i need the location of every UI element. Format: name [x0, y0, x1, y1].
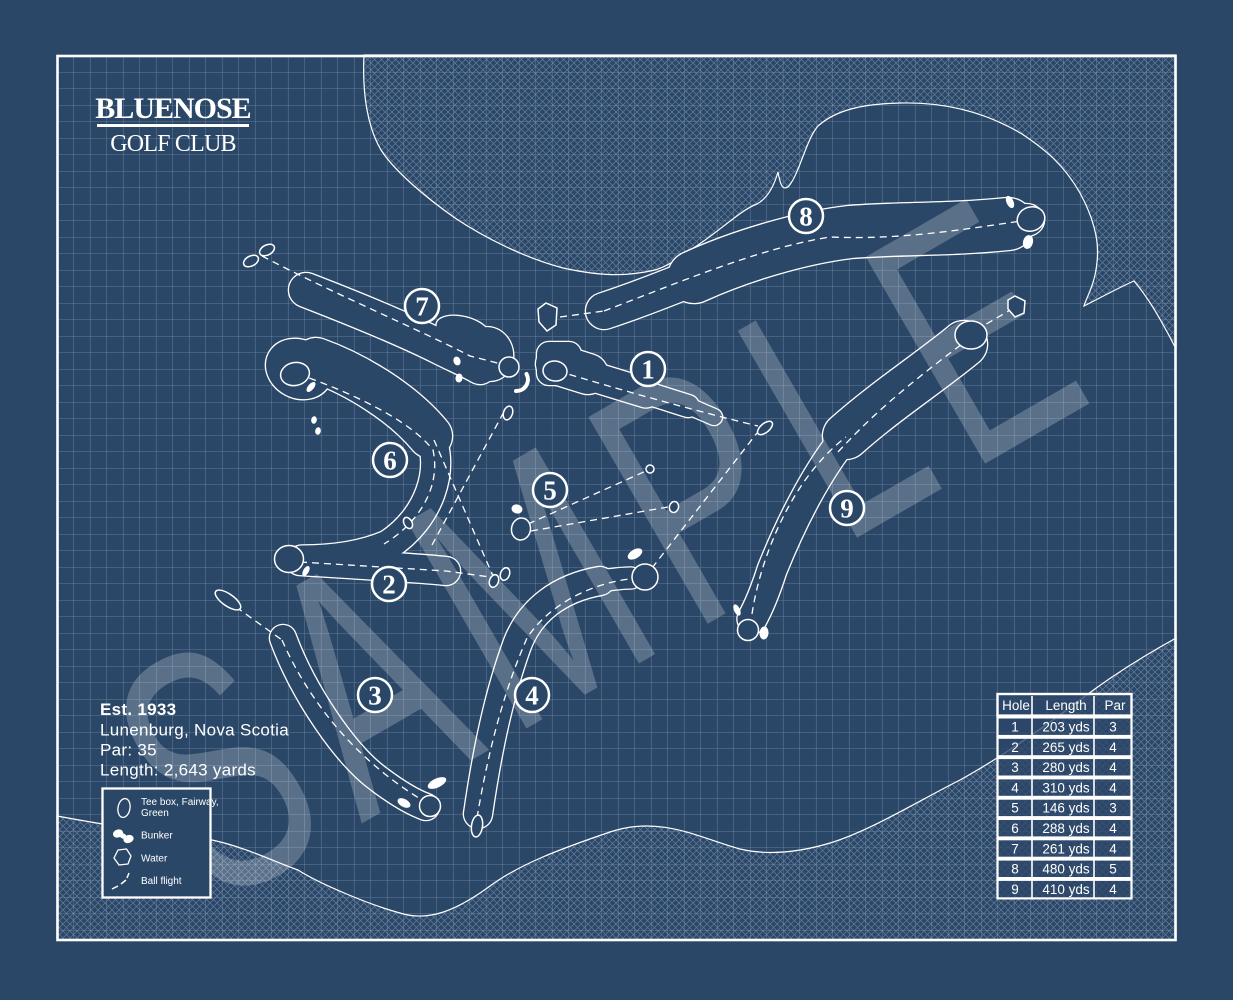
svg-text:6: 6 [1011, 821, 1019, 836]
svg-text:Green: Green [141, 808, 169, 819]
svg-text:3: 3 [1109, 720, 1117, 735]
svg-text:288 yds: 288 yds [1042, 821, 1090, 836]
svg-text:Par: Par [1104, 698, 1126, 713]
svg-text:4: 4 [1011, 780, 1019, 795]
svg-text:7: 7 [415, 292, 429, 322]
svg-text:4: 4 [1109, 841, 1117, 856]
svg-text:1: 1 [1011, 720, 1019, 735]
svg-text:4: 4 [1109, 740, 1117, 755]
svg-text:9: 9 [840, 494, 854, 524]
svg-text:4: 4 [1109, 760, 1117, 775]
svg-text:310 yds: 310 yds [1042, 780, 1090, 795]
svg-text:410 yds: 410 yds [1042, 882, 1090, 897]
svg-text:Water: Water [141, 854, 168, 865]
svg-text:4: 4 [1109, 882, 1117, 897]
svg-text:4: 4 [525, 681, 539, 711]
svg-text:6: 6 [383, 446, 397, 476]
svg-text:Tee box, Fairway,: Tee box, Fairway, [141, 797, 219, 808]
svg-text:Ball flight: Ball flight [141, 876, 182, 887]
svg-text:4: 4 [1109, 821, 1117, 836]
svg-text:BLUENOSE: BLUENOSE [95, 92, 250, 125]
svg-text:5: 5 [1011, 801, 1019, 816]
svg-text:2: 2 [1011, 740, 1019, 755]
svg-text:4: 4 [1109, 780, 1117, 795]
svg-text:Hole: Hole [1002, 698, 1030, 713]
svg-text:480 yds: 480 yds [1042, 862, 1090, 877]
svg-text:3: 3 [1109, 801, 1117, 816]
svg-text:3: 3 [1011, 760, 1019, 775]
svg-text:Length: Length [1045, 698, 1086, 713]
svg-text:GOLF CLUB: GOLF CLUB [110, 131, 235, 157]
svg-text:3: 3 [368, 681, 382, 711]
svg-text:7: 7 [1011, 841, 1019, 856]
svg-text:5: 5 [543, 476, 557, 506]
svg-text:Length: 2,643 yards: Length: 2,643 yards [100, 760, 256, 779]
svg-text:Est. 1933: Est. 1933 [100, 700, 176, 719]
svg-text:265 yds: 265 yds [1042, 740, 1090, 755]
svg-text:8: 8 [1011, 862, 1019, 877]
svg-text:Par: 35: Par: 35 [100, 740, 157, 759]
svg-text:8: 8 [799, 202, 813, 232]
svg-text:2: 2 [382, 570, 396, 600]
svg-text:9: 9 [1011, 882, 1019, 897]
svg-text:146 yds: 146 yds [1042, 801, 1090, 816]
svg-text:Bunker: Bunker [141, 831, 173, 842]
svg-text:5: 5 [1109, 862, 1117, 877]
svg-text:Lunenburg, Nova Scotia: Lunenburg, Nova Scotia [100, 720, 289, 739]
svg-text:261 yds: 261 yds [1042, 841, 1090, 856]
svg-text:1: 1 [641, 355, 655, 385]
svg-text:280 yds: 280 yds [1042, 760, 1090, 775]
svg-text:203 yds: 203 yds [1042, 720, 1090, 735]
